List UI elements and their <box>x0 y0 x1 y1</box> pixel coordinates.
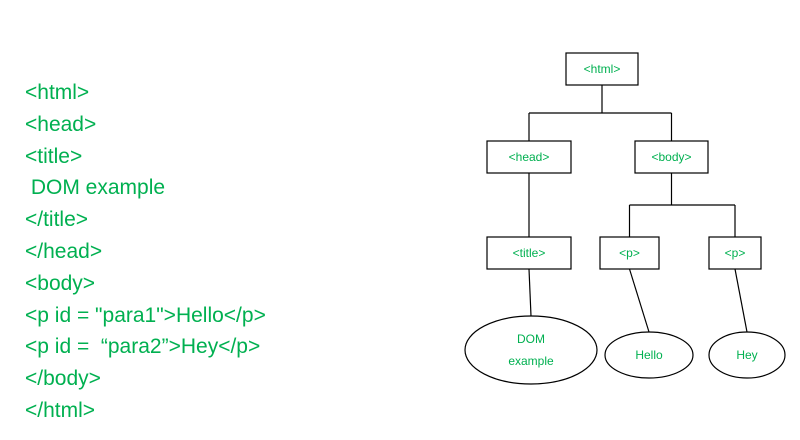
tree-node-label: <body> <box>651 150 691 164</box>
code-line: <title> <box>25 144 83 168</box>
tree-node-box <box>708 236 762 270</box>
code-line: </body> <box>25 367 101 391</box>
tree-node-label: <p> <box>725 246 746 260</box>
tree-node-box <box>599 236 660 270</box>
code-line: </html> <box>25 398 96 422</box>
code-line: </head> <box>25 239 103 263</box>
tree-node-label: <title> <box>513 246 546 260</box>
tree-node-box <box>486 236 572 270</box>
tree-edge <box>528 268 532 317</box>
tree-node-label: example <box>508 354 554 368</box>
code-line: <body> <box>25 271 96 295</box>
tree-node-label: DOM <box>517 332 545 346</box>
tree-node-box <box>634 140 709 174</box>
tree-node-box <box>486 140 572 174</box>
tree-node-label: <p> <box>619 246 640 260</box>
tree-node-label: <html> <box>584 62 621 76</box>
code-line: DOM example <box>25 176 166 200</box>
tree-node-ellipse <box>464 315 598 385</box>
tree-edge <box>628 268 650 333</box>
code-line: <p id = "para1">Hello</p> <box>25 303 266 327</box>
tree-node-box <box>565 52 639 86</box>
html-source-listing: <html> <head> <title> DOM example </titl… <box>25 77 266 427</box>
code-line: </title> <box>25 208 89 232</box>
tree-node-label: Hey <box>736 348 757 362</box>
tree-edge <box>734 268 748 333</box>
tree-node-label: Hello <box>635 348 663 362</box>
tree-node-label: <head> <box>509 150 550 164</box>
code-line: <p id = “para2”>Hey</p> <box>25 335 261 359</box>
tree-node-ellipse <box>604 331 694 379</box>
code-line: <head> <box>25 112 97 136</box>
code-line: <html> <box>25 81 90 104</box>
tree-node-ellipse <box>708 331 786 379</box>
